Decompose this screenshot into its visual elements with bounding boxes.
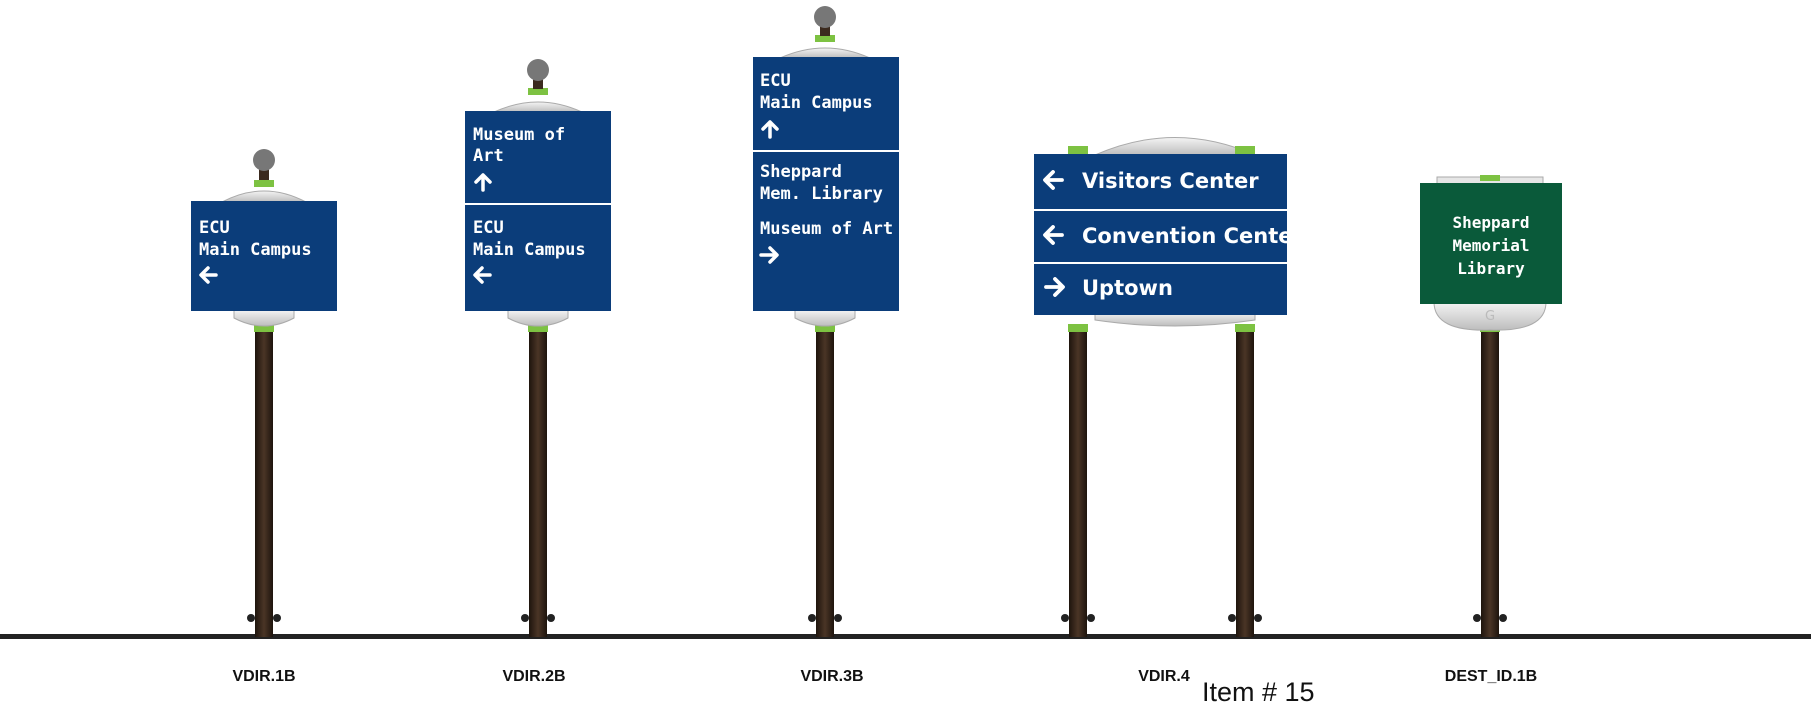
sign-panel <box>753 57 899 311</box>
panel-line: Museum of Art <box>760 219 893 239</box>
up-arrow-icon <box>761 120 779 139</box>
collar <box>528 324 548 332</box>
right-arrow-icon <box>759 246 779 264</box>
sign-vdir-2b: Museum of Art ECU Main Campus VDIR.2B <box>465 59 611 685</box>
base-bolts <box>1061 614 1262 622</box>
collar <box>1235 146 1255 154</box>
collar <box>254 324 274 332</box>
collar <box>815 35 835 42</box>
left-arrow-icon <box>1043 225 1064 245</box>
panel-line: Main Campus <box>473 240 586 260</box>
sign-code-label: DEST_ID.1B <box>1445 668 1537 685</box>
up-arrow-icon <box>474 173 492 192</box>
sign-dest-id-1b: G Sheppard Memorial Library DEST_ID.1B <box>1420 175 1562 685</box>
panel-line: Visitors Center <box>1082 169 1259 193</box>
left-arrow-icon <box>473 266 492 284</box>
finial-ball <box>253 149 275 171</box>
sign-panel <box>1420 183 1562 304</box>
finial-stem <box>820 22 830 36</box>
base-bolts <box>521 614 555 622</box>
panel-line: Mem. Library <box>760 184 883 204</box>
sign-panel <box>465 111 611 311</box>
post <box>255 330 273 637</box>
sign-vdir-4: Visitors Center Convention Center Uptown… <box>1034 137 1303 685</box>
base-bolts <box>808 614 842 622</box>
finial-stem <box>533 75 543 89</box>
lower-dome <box>233 309 295 327</box>
collar <box>528 88 548 95</box>
panel-line: ECU <box>199 218 230 238</box>
panel-line: Main Campus <box>199 240 312 260</box>
upper-dome <box>779 47 871 59</box>
panel-line: Sheppard <box>1452 213 1529 232</box>
collar <box>815 324 835 332</box>
finial-ball <box>814 6 836 28</box>
sign-code-label: VDIR.4 <box>1138 668 1190 685</box>
post-right <box>1236 330 1254 637</box>
left-arrow-icon <box>1043 170 1064 190</box>
panel-line: Convention Center <box>1082 224 1303 248</box>
upper-dome <box>221 190 307 203</box>
logo-mark: G <box>1485 309 1495 324</box>
collar <box>1068 324 1088 332</box>
finial-ball <box>527 59 549 81</box>
panel-line: Art <box>473 146 504 166</box>
panel-line: Library <box>1457 259 1525 278</box>
post <box>1481 330 1499 637</box>
left-arrow-icon <box>199 266 218 284</box>
panel-line: Museum of <box>473 125 565 145</box>
collar <box>1068 146 1088 154</box>
finial-stem <box>259 165 269 180</box>
collar <box>254 180 274 187</box>
sign-code-label: VDIR.2B <box>502 668 565 685</box>
upper-dome <box>493 101 583 113</box>
ground-line <box>0 634 1811 639</box>
sign-code-label: VDIR.1B <box>232 668 295 685</box>
sign-vdir-3b: ECU Main Campus Sheppard Mem. Library Mu… <box>753 6 899 685</box>
upper-dome <box>1094 137 1256 156</box>
panel-line: Sheppard <box>760 162 842 182</box>
post <box>529 330 547 637</box>
panel-line: ECU <box>760 71 791 91</box>
lower-dome <box>794 309 856 327</box>
post-left <box>1069 330 1087 637</box>
base-bolts <box>247 614 281 622</box>
base-bolts <box>1473 614 1507 622</box>
right-arrow-icon <box>1044 277 1065 297</box>
item-number-label: Item # 15 <box>1202 677 1315 707</box>
panel-line: Main Campus <box>760 93 873 113</box>
panel-line: Memorial <box>1452 236 1529 255</box>
lower-dome <box>1094 311 1256 327</box>
sign-panel <box>191 201 337 311</box>
lower-dome <box>1433 301 1547 331</box>
sign-panel <box>1034 154 1287 315</box>
collar <box>1480 175 1500 181</box>
panel-line: Uptown <box>1082 276 1173 300</box>
panel-line: ECU <box>473 218 504 238</box>
sign-vdir-1b: ECU Main Campus VDIR.1B <box>191 149 337 685</box>
post <box>816 330 834 637</box>
collar <box>1235 324 1255 332</box>
lower-dome <box>507 309 569 327</box>
sign-code-label: VDIR.3B <box>800 668 863 685</box>
